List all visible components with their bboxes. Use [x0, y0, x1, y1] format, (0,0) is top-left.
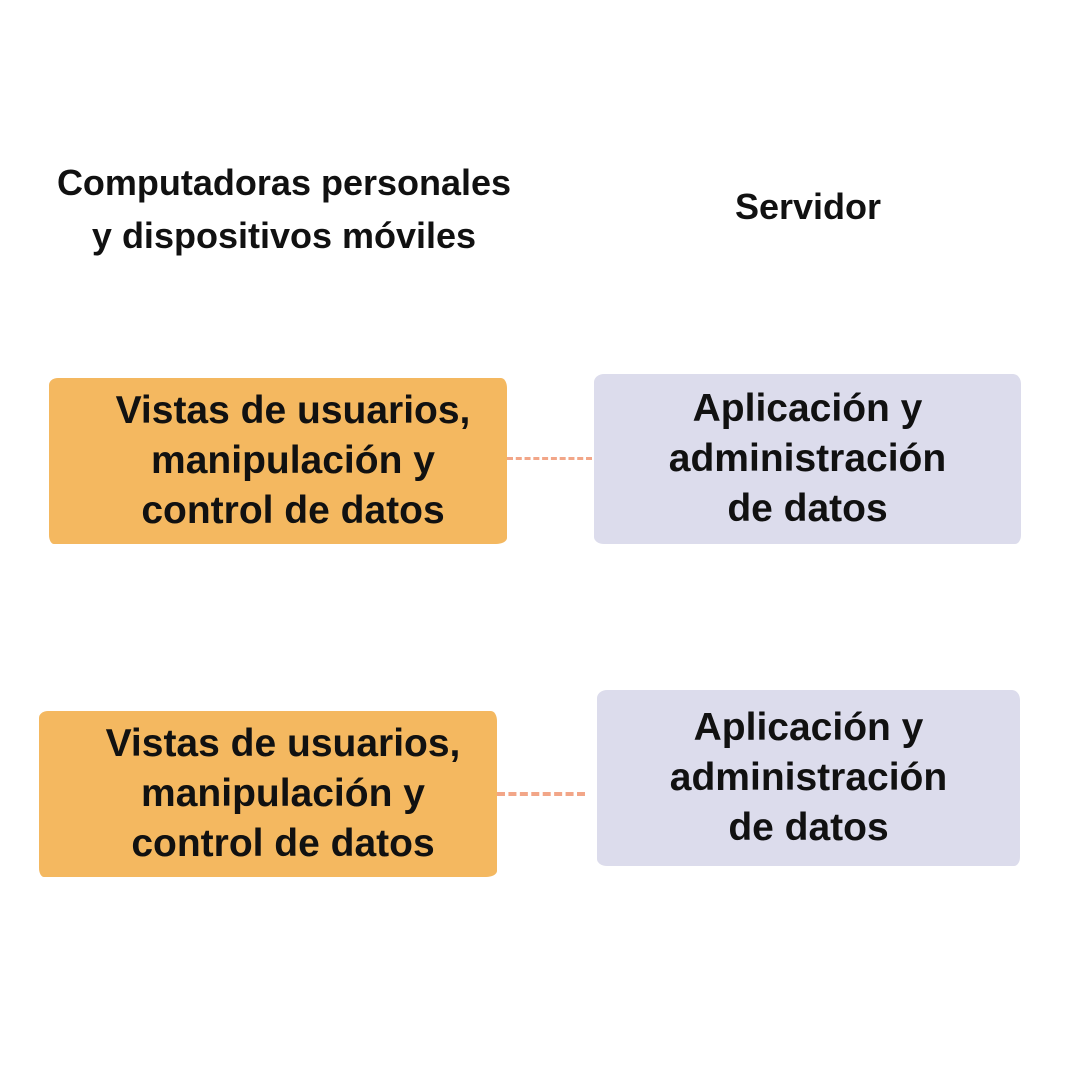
server-box-1-line-3: de datos [727, 487, 888, 530]
server-box-1-line-2: administración [668, 437, 947, 480]
client-box-1-line-3: control de datos [141, 489, 445, 532]
client-box-1: Vistas de usuarios, manipulación y contr… [49, 378, 507, 544]
client-box-2-line-2: manipulación y [141, 772, 425, 815]
client-box-2: Vistas de usuarios, manipulación y contr… [39, 711, 497, 877]
server-box-2-line-1: Aplicación y [693, 706, 924, 749]
client-column-header-line-1: Computadoras personales [56, 162, 512, 203]
server-box-1: Aplicación y administración de datos [594, 374, 1021, 544]
server-box-2: Aplicación y administración de datos [597, 690, 1020, 866]
client-column-header-line-2: y dispositivos móviles [91, 215, 477, 256]
client-box-1-line-1: Vistas de usuarios, [115, 389, 471, 432]
server-box-1-line-1: Aplicación y [692, 387, 923, 430]
server-column-header: Servidor [734, 186, 882, 227]
client-column-header: Computadoras personales y dispositivos m… [20, 156, 548, 262]
client-box-1-line-2: manipulación y [151, 439, 435, 482]
server-box-2-line-3: de datos [728, 806, 889, 849]
connector-dashed-line-2 [497, 792, 585, 796]
client-box-2-line-3: control de datos [131, 822, 435, 865]
connector-dashed-line-1 [507, 457, 592, 460]
client-box-2-line-1: Vistas de usuarios, [105, 722, 461, 765]
server-box-2-line-2: administración [669, 756, 948, 799]
